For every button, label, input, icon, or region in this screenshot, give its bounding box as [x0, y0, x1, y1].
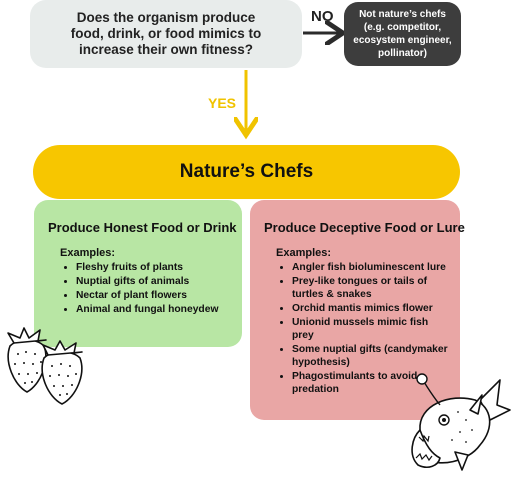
natures-chefs-title: Nature’s Chefs: [179, 161, 314, 182]
list-item: Some nuptial gifts (candymaker hypothesi…: [292, 343, 452, 369]
question-line: food, drink, or food mimics to: [70, 26, 262, 41]
not-chefs-line: ecosystem engineer,: [353, 35, 452, 46]
question-line: Does the organism produce: [76, 10, 256, 25]
examples-label: Examples:: [60, 247, 116, 259]
not-chefs-line: pollinator): [378, 48, 427, 59]
list-item: Angler fish bioluminescent lure: [292, 261, 452, 274]
honest-examples-list: Fleshy fruits of plants Nuptial gifts of…: [48, 261, 234, 316]
list-item: Animal and fungal honeydew: [76, 303, 234, 316]
list-item: Orchid mantis mimics flower: [292, 302, 452, 315]
list-item: Fleshy fruits of plants: [76, 261, 234, 274]
list-item: Nectar of plant flowers: [76, 289, 234, 302]
examples-label: Examples:: [276, 247, 332, 259]
list-item: Unionid mussels mimic fish prey: [292, 316, 452, 342]
natures-chefs-banner: Nature’s Chefs: [33, 145, 460, 199]
deceptive-examples-list: Angler fish bioluminescent lure Prey-lik…: [264, 261, 452, 396]
honest-food-title: Produce Honest Food or Drink: [48, 220, 237, 235]
deceptive-food-title: Produce Deceptive Food or Lure: [264, 220, 465, 235]
yes-label: YES: [208, 95, 237, 111]
not-chefs-title: Not nature’s chefs: [359, 9, 446, 20]
honest-food-box: Produce Honest Food or Drink Examples: F…: [34, 200, 242, 347]
list-item: Prey-like tongues or tails of turtles & …: [292, 275, 452, 301]
question-box: Does the organism produce food, drink, o…: [30, 0, 302, 68]
not-chefs-box: Not nature’s chefs (e.g. competitor, eco…: [344, 2, 461, 66]
not-chefs-line: (e.g. competitor,: [363, 22, 442, 33]
question-line: increase their own fitness?: [78, 42, 254, 57]
list-item: Nuptial gifts of animals: [76, 275, 234, 288]
no-label: NO: [311, 8, 334, 25]
list-item: Phagostimulants to avoid predation: [292, 370, 452, 396]
